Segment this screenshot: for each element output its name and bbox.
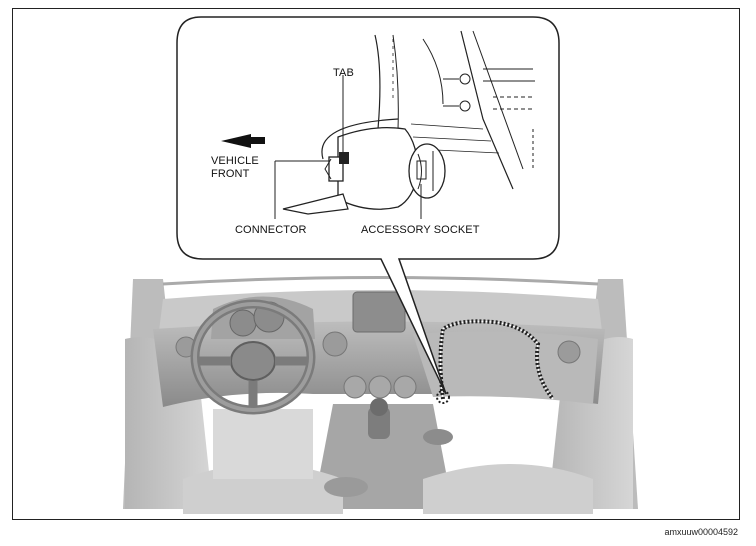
steering-wheel — [190, 299, 316, 415]
diagram-frame: TAB VEHICLE FRONT CONNECTOR ACCESSORY SO… — [12, 8, 740, 520]
accessory-socket-body — [337, 127, 419, 210]
tab-shape — [339, 152, 349, 164]
tab-label: TAB — [333, 67, 354, 79]
center-display — [352, 291, 406, 333]
detail-callout — [176, 16, 560, 395]
wiring-harness — [438, 319, 555, 401]
connector-label: CONNECTOR — [235, 224, 307, 236]
accessory-socket-label: ACCESSORY SOCKET — [361, 224, 480, 236]
vehicle-front-label: VEHICLE FRONT — [211, 155, 259, 180]
vehicle-front-arrow — [221, 134, 251, 148]
dashboard-illustration — [123, 276, 638, 514]
accessory-socket-face — [408, 143, 446, 199]
diagram-canvas — [123, 16, 638, 514]
reference-code: amxuuw00004592 — [664, 527, 738, 537]
gear-shifter — [368, 407, 390, 439]
